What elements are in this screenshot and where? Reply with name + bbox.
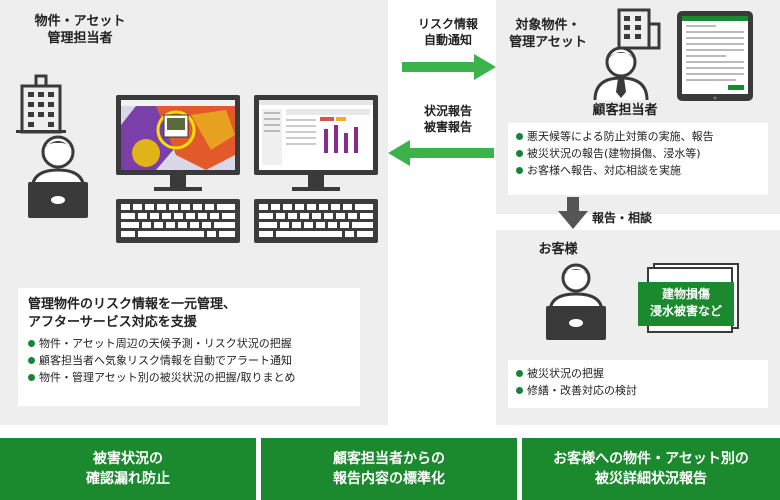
arrow-bottom-label-line-2: 被害報告 (423, 120, 472, 134)
sales-rep-person-icon (593, 46, 649, 100)
left-bullet-item: 物件・アセット周辺の天候予測・リスク状況の把握 (28, 335, 350, 352)
footer-benefit-2-line-1: 顧客担当者からの (333, 451, 445, 467)
arrow-top-label-line-2: 自動通知 (423, 33, 472, 47)
right-top-bullet-box: 悪天候等による防止対策の実施、報告 被災状況の報告(建物損傷、浸水等) お客様へ… (508, 123, 768, 195)
right-top-title: 対象物件・ 管理アセット (500, 17, 596, 51)
left-bullet-item: 物件・管理アセット別の被災状況の把握/取りまとめ (28, 369, 350, 386)
damage-report-line-1: 建物損傷 (661, 287, 710, 301)
building-icon (16, 74, 66, 134)
tablet-icon (677, 11, 753, 101)
monitor-map-screen (116, 95, 240, 175)
office-building-icon (617, 8, 661, 50)
left-title-line-1: 物件・アセット (34, 14, 126, 29)
summary-heading-line-2: アフターサービス対応を支援 (28, 315, 197, 330)
report-dashboard-display (259, 100, 373, 170)
right-bottom-bullet-list: 被災状況の把握 修繕・改善対応の検討 (516, 365, 760, 399)
down-arrow-icon (558, 197, 588, 229)
arrow-bottom-label: 状況報告 被害報告 (398, 103, 498, 135)
footer-benefit-3-line-1: お客様への物件・アセット別の (553, 451, 749, 467)
damage-report-line-2: 浸水被害など (649, 304, 722, 318)
footer-benefit-1-line-1: 被害状況の (93, 451, 163, 467)
monitor-2-stand (308, 175, 324, 187)
right-top-bullet-item: 悪天候等による防止対策の実施、報告 (516, 128, 760, 145)
summary-heading: 管理物件のリスク情報を一元管理、 アフターサービス対応を支援 (28, 296, 350, 332)
damage-report-label: 建物損傷 浸水被害など (638, 282, 734, 326)
keyboard-1 (116, 199, 240, 243)
keyboard-2 (254, 199, 378, 243)
left-summary-box: 管理物件のリスク情報を一元管理、 アフターサービス対応を支援 物件・アセット周辺… (18, 288, 360, 406)
footer-benefit-3: お客様への物件・アセット別の 被災詳細状況報告 (522, 438, 780, 500)
right-bottom-bullet-box: 被災状況の把握 修繕・改善対応の検討 (508, 360, 768, 408)
customer-title: お客様 (538, 242, 578, 257)
left-bullet-list: 物件・アセット周辺の天候予測・リスク状況の把握 顧客担当者へ気象リスク情報を自動… (28, 335, 350, 386)
left-panel-title: 物件・アセット 管理担当者 (20, 13, 140, 47)
customer-rep-label: 顧客担当者 (592, 103, 658, 118)
footer-benefit-1-line-2: 確認漏れ防止 (86, 471, 170, 487)
down-arrow-label: 報告・相談 (592, 211, 653, 225)
right-bottom-bullet-item: 修繕・改善対応の検討 (516, 382, 760, 399)
right-top-bullet-item: お客様へ報告、対応相談を実施 (516, 162, 760, 179)
footer-benefit-2-line-2: 報告内容の標準化 (333, 471, 445, 487)
right-top-title-line-2: 管理アセット (509, 35, 587, 50)
arrow-top-label: リスク情報 自動通知 (398, 16, 498, 48)
left-title-line-2: 管理担当者 (47, 31, 113, 46)
arrow-bottom-label-line-1: 状況報告 (423, 104, 472, 118)
right-bottom-bullet-item: 被災状況の把握 (516, 365, 760, 382)
monitor-2-base (292, 187, 340, 191)
left-bullet-item: 顧客担当者へ気象リスク情報を自動でアラート通知 (28, 352, 350, 369)
footer-benefit-2: 顧客担当者からの 報告内容の標準化 (261, 438, 517, 500)
monitor-1-stand (170, 175, 186, 187)
summary-heading-line-1: 管理物件のリスク情報を一元管理、 (28, 297, 237, 312)
arrow-top-label-line-1: リスク情報 (417, 17, 478, 31)
monitor-1-base (154, 187, 202, 191)
right-top-bullet-list: 悪天候等による防止対策の実施、報告 被災状況の報告(建物損傷、浸水等) お客様へ… (516, 128, 760, 179)
right-top-bullet-item: 被災状況の報告(建物損傷、浸水等) (516, 145, 760, 162)
left-arrow-icon (388, 140, 494, 166)
footer-benefit-1: 被害状況の 確認漏れ防止 (0, 438, 256, 500)
risk-map-display (121, 100, 235, 170)
right-arrow-icon (402, 54, 496, 80)
monitor-report-screen (254, 95, 378, 175)
right-top-title-line-1: 対象物件・ (515, 18, 581, 33)
footer-benefit-3-line-2: 被災詳細状況報告 (594, 471, 707, 487)
manager-person-icon (28, 135, 88, 218)
customer-person-icon (546, 263, 606, 340)
